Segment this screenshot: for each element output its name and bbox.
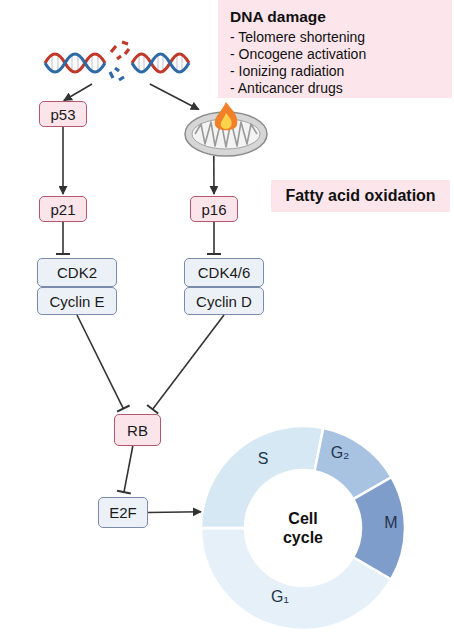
list-item: - Oncogene activation	[230, 46, 440, 63]
protein-box: RB	[114, 414, 161, 446]
cycle-wheel: Cell cycle S G₂ M G₁	[201, 426, 405, 630]
protein-box: p16	[190, 196, 238, 222]
node-label: E2F	[109, 504, 137, 521]
activation-arrow	[150, 84, 199, 110]
wheel-center: Cell cycle	[201, 426, 405, 630]
mitochondria-group: Fatty acid oxidation	[183, 110, 271, 156]
cyclin-box: Cyclin D	[184, 287, 264, 315]
process-panel: Fatty acid oxidation	[271, 180, 450, 212]
activation-arrow	[64, 84, 92, 100]
node-label: DNA damage	[230, 7, 440, 26]
phase-label: M	[384, 514, 397, 532]
mitochondrion	[185, 112, 267, 156]
inhibition-line	[77, 315, 123, 409]
list-item: - Ionizing radiation	[230, 63, 440, 80]
list-item: - Telomere shortening	[230, 29, 440, 46]
node-label: Fatty acid oxidation	[285, 187, 435, 205]
protein-box: p21	[39, 196, 87, 222]
inhibition-line	[213, 222, 215, 254]
dna-strand	[45, 54, 105, 72]
activation-arrow	[62, 127, 64, 194]
node-label: CDK2	[57, 264, 97, 281]
phase-label: S	[258, 450, 269, 468]
cyclin-box: Cyclin E	[37, 287, 117, 315]
connectors	[63, 84, 224, 513]
damage-panel: DNA damage - Telomere shortening- Oncogen…	[218, 0, 452, 98]
dna-fragments	[110, 42, 129, 80]
factor-box: E2F	[98, 497, 148, 528]
node-label: RB	[127, 422, 148, 439]
activation-arrow	[148, 511, 201, 513]
list-item: - Anticancer drugs	[230, 80, 440, 97]
flame	[215, 102, 238, 130]
node-label: p21	[50, 201, 75, 218]
node-label: CDK4/6	[198, 264, 251, 281]
inhibition-line	[153, 315, 224, 409]
node-label: Cyclin D	[196, 293, 252, 310]
dna-strand	[132, 54, 189, 72]
inhibition-line	[62, 222, 64, 254]
kinase-box: CDK4/6	[184, 258, 264, 287]
dna-helix	[45, 42, 189, 80]
protein-box: p53	[39, 101, 87, 127]
node-label: Cyclin E	[49, 293, 104, 310]
damage-group: DNA damage - Telomere shortening- Oncogen…	[30, 0, 452, 84]
phase-label: G₂	[331, 444, 350, 462]
node-label: p53	[50, 106, 75, 123]
inhibition-line	[124, 446, 133, 492]
dna-strand	[132, 54, 189, 72]
node-label: Cell cycle	[275, 509, 331, 547]
node-label: p16	[201, 201, 226, 218]
activation-arrow	[213, 156, 215, 194]
kinase-box: CDK2	[37, 258, 117, 287]
phase-label: G₁	[271, 588, 289, 606]
wheel-shape	[201, 426, 405, 630]
dna-strand	[45, 54, 105, 72]
